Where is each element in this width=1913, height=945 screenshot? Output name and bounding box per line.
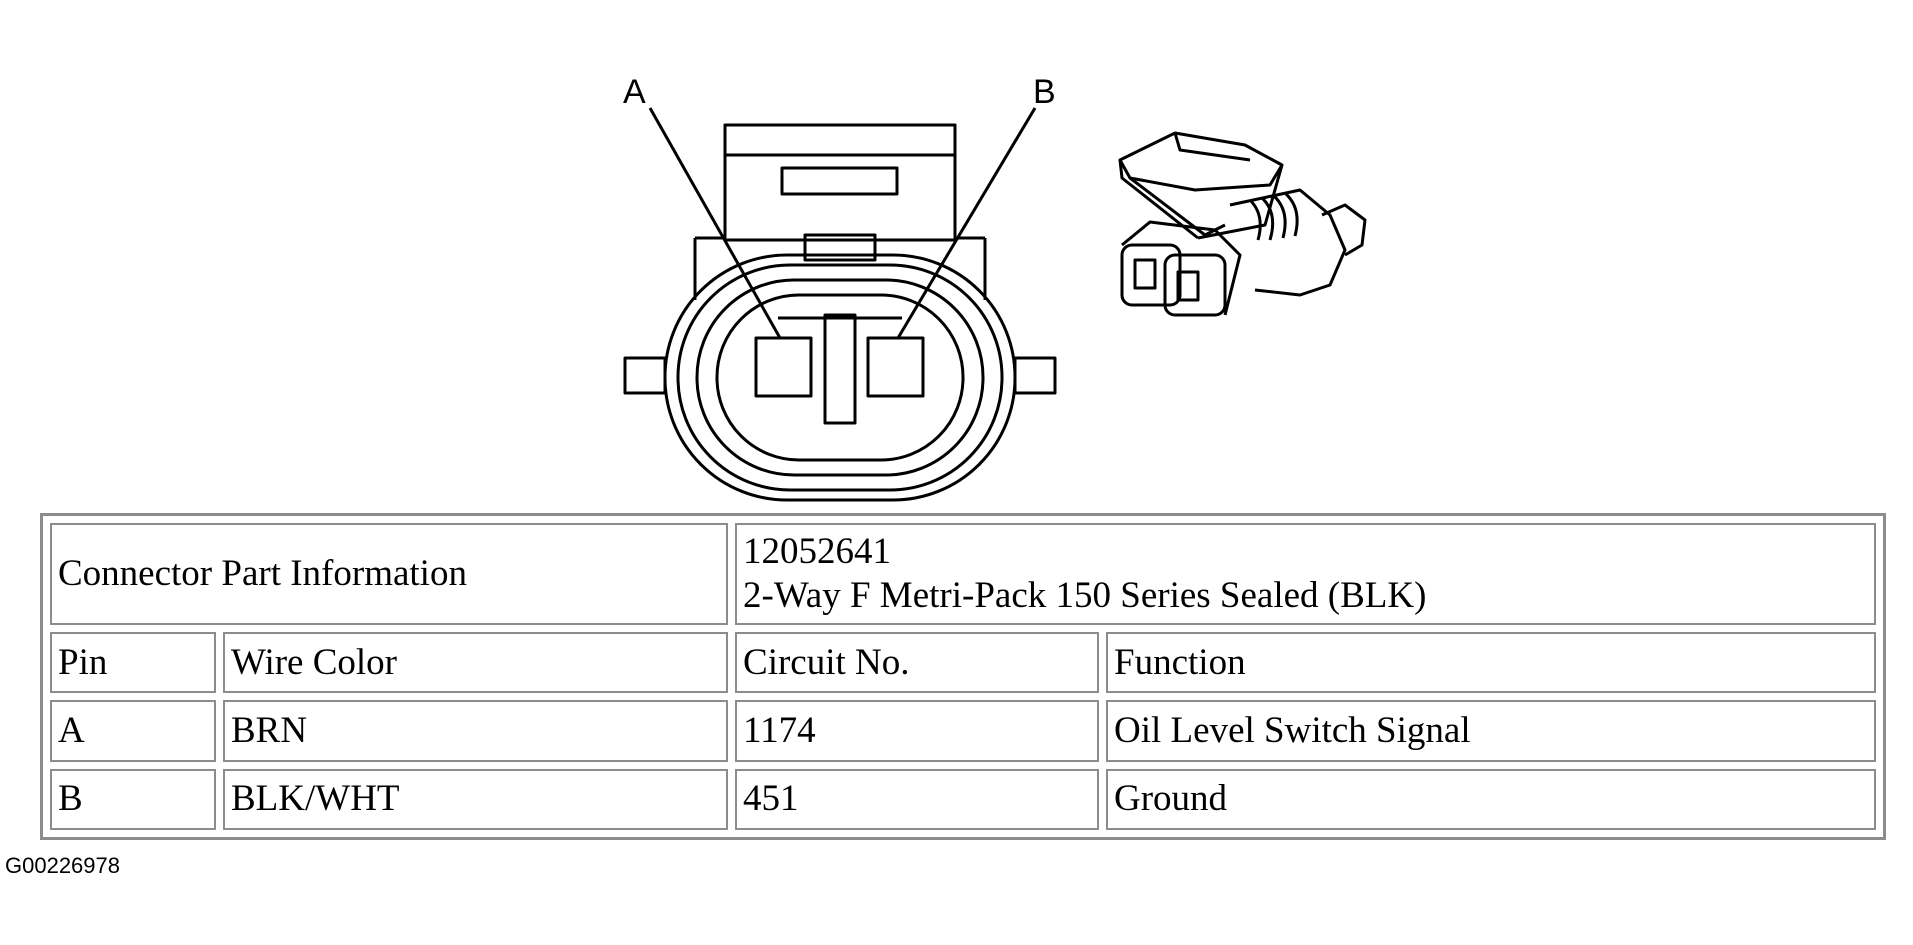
pin-b-cavity	[866, 336, 925, 398]
header-pin: Pin	[50, 632, 216, 694]
figure-id: G00226978	[5, 853, 120, 878]
pin-b-leader	[896, 107, 1037, 339]
pin-a-cavity	[754, 336, 813, 398]
function-cell: Oil Level Switch Signal	[1106, 700, 1877, 762]
pin-a-label: A	[623, 73, 646, 111]
pin-cell: B	[50, 768, 216, 830]
part-info-label: Connector Part Information	[50, 523, 729, 626]
part-info-row: Connector Part Information 12052641 2-Wa…	[50, 523, 1877, 626]
header-function: Function	[1106, 632, 1877, 694]
table-header-row: Pin Wire Color Circuit No. Function	[50, 632, 1877, 694]
wire-color-cell: BRN	[223, 700, 729, 762]
function-cell: Ground	[1106, 768, 1877, 830]
header-wire-color: Wire Color	[223, 632, 729, 694]
circuit-no-cell: 1174	[735, 700, 1100, 762]
pin-a-leader	[648, 107, 782, 339]
header-circuit-no: Circuit No.	[735, 632, 1100, 694]
connector-diagram: A B	[623, 73, 1367, 502]
part-description: 2-Way F Metri-Pack 150 Series Sealed (BL…	[743, 575, 1427, 617]
wire-color-cell: BLK/WHT	[223, 768, 729, 830]
pin-b-label: B	[1033, 73, 1056, 111]
table-row: B BLK/WHT 451 Ground	[50, 768, 1877, 830]
table-row: A BRN 1174 Oil Level Switch Signal	[50, 700, 1877, 762]
connector-face-view	[623, 107, 1057, 502]
part-info-value: 12052641 2-Way F Metri-Pack 150 Series S…	[735, 523, 1877, 626]
part-number: 12052641	[743, 531, 892, 573]
pin-cell: A	[50, 700, 216, 762]
connector-table: Connector Part Information 12052641 2-Wa…	[40, 513, 1887, 840]
connector-isometric-view	[1118, 131, 1367, 317]
circuit-no-cell: 451	[735, 768, 1100, 830]
